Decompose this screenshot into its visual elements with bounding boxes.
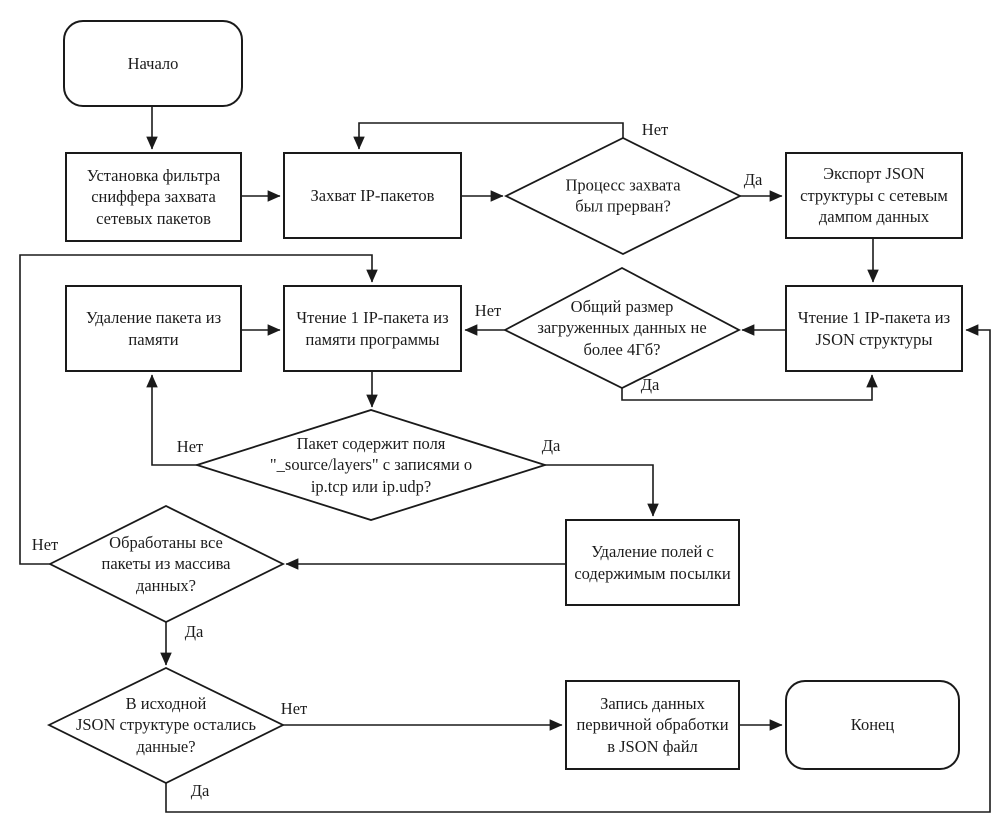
node-delete-packet-memory: Удаление пакета из памяти — [65, 285, 242, 372]
node-delete-payload-fields: Удаление полей с содержимым посылки — [565, 519, 740, 606]
branch-label-json-check-yes: Да — [190, 781, 210, 800]
branch-label-interrupted-no: Нет — [641, 120, 669, 139]
node-read-packet-memory: Чтение 1 IP-пакета из памяти программы — [283, 285, 462, 372]
node-capture: Захват IP-пакетов — [283, 152, 462, 239]
node-has-payload-fields-label: Пакет содержит поля "_source/layers" с з… — [269, 433, 473, 496]
decision-size-check-shape — [503, 266, 741, 390]
branch-label-size-check-yes: Да — [640, 375, 660, 394]
edge-has-fields-yes-to-delete-fields — [545, 464, 659, 517]
branch-label-json-check-no: Нет — [280, 699, 308, 718]
node-start: Начало — [63, 20, 243, 107]
node-export-json: Экспорт JSON структуры с сетевым дампом … — [785, 152, 963, 239]
node-json-has-more-data-label: В исходной JSON структуре остались данны… — [75, 693, 257, 756]
edge-size-check-yes-loop-to-read-json — [621, 374, 878, 401]
node-setup-filter: Установка фильтра сниффера захвата сетев… — [65, 152, 242, 242]
node-all-packets-processed-label: Обработаны все пакеты из массива данных? — [101, 532, 231, 595]
branch-label-has-fields-no: Нет — [176, 437, 204, 456]
branch-label-size-check-no: Нет — [474, 301, 502, 320]
node-read-packet-json: Чтение 1 IP-пакета из JSON структуры — [785, 285, 963, 372]
edge-json-check-yes-loop-to-read-json — [165, 324, 991, 813]
edge-has-fields-no-to-delete-memory — [146, 374, 197, 466]
branch-label-all-processed-no: Нет — [31, 535, 59, 554]
node-end: Конец — [785, 680, 960, 770]
edge-interrupted-no-loop-to-capture — [353, 122, 624, 150]
branch-label-has-fields-yes: Да — [541, 436, 561, 455]
node-capture-interrupted-label: Процесс захвата был прерван? — [565, 175, 681, 216]
decision-all-packets-processed-shape — [47, 504, 286, 624]
branch-label-interrupted-yes: Да — [743, 170, 763, 189]
branch-label-all-processed-yes: Да — [184, 622, 204, 641]
edge-all-processed-no-loop-to-read-memory — [19, 254, 378, 565]
node-write-json: Запись данных первичной обработки в JSON… — [565, 680, 740, 770]
node-size-check-label: Общий размер загруженных данных не более… — [537, 296, 707, 359]
